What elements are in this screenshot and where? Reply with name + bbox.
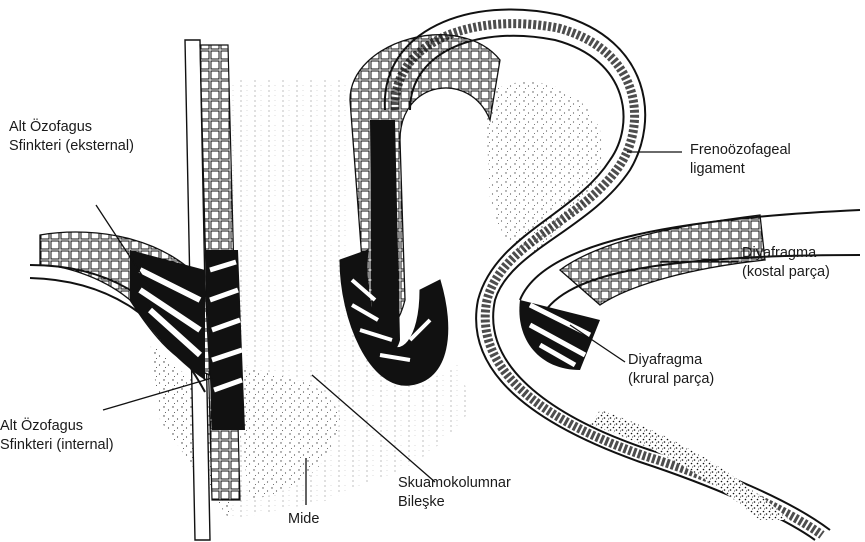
- label-les-external-line1: Alt Özofagus: [9, 118, 134, 137]
- label-diaphragm-crural-line1: Diyafragma: [628, 351, 714, 370]
- label-squamocolumnar: Skuamokolumnar Bileşke: [398, 474, 511, 512]
- diaphragm-right: [519, 210, 860, 370]
- label-phrenoesophageal: Frenoözofageal ligament: [690, 141, 791, 179]
- mucosal-fold: [340, 35, 500, 385]
- label-les-internal: Alt Özofagus Sfinkteri (internal): [0, 417, 114, 455]
- label-diaphragm-costal-line1: Diyafragma: [742, 244, 830, 263]
- label-diaphragm-costal: Diyafragma (kostal parça): [742, 244, 830, 282]
- label-squamocolumnar-line1: Skuamokolumnar: [398, 474, 511, 493]
- label-phrenoesophageal-line1: Frenoözofageal: [690, 141, 791, 160]
- label-phrenoesophageal-line2: ligament: [690, 160, 791, 179]
- label-diaphragm-crural: Diyafragma (krural parça): [628, 351, 714, 389]
- label-squamocolumnar-line2: Bileşke: [398, 493, 511, 512]
- label-les-internal-line1: Alt Özofagus: [0, 417, 114, 436]
- label-diaphragm-costal-line2: (kostal parça): [742, 263, 830, 282]
- label-mide-line1: Mide: [288, 510, 319, 529]
- label-diaphragm-crural-line2: (krural parça): [628, 370, 714, 389]
- diaphragm-left: [30, 232, 210, 392]
- label-mide: Mide: [288, 510, 319, 529]
- label-les-external: Alt Özofagus Sfinkteri (eksternal): [9, 118, 134, 156]
- label-les-external-line2: Sfinkteri (eksternal): [9, 137, 134, 156]
- label-les-internal-line2: Sfinkteri (internal): [0, 436, 114, 455]
